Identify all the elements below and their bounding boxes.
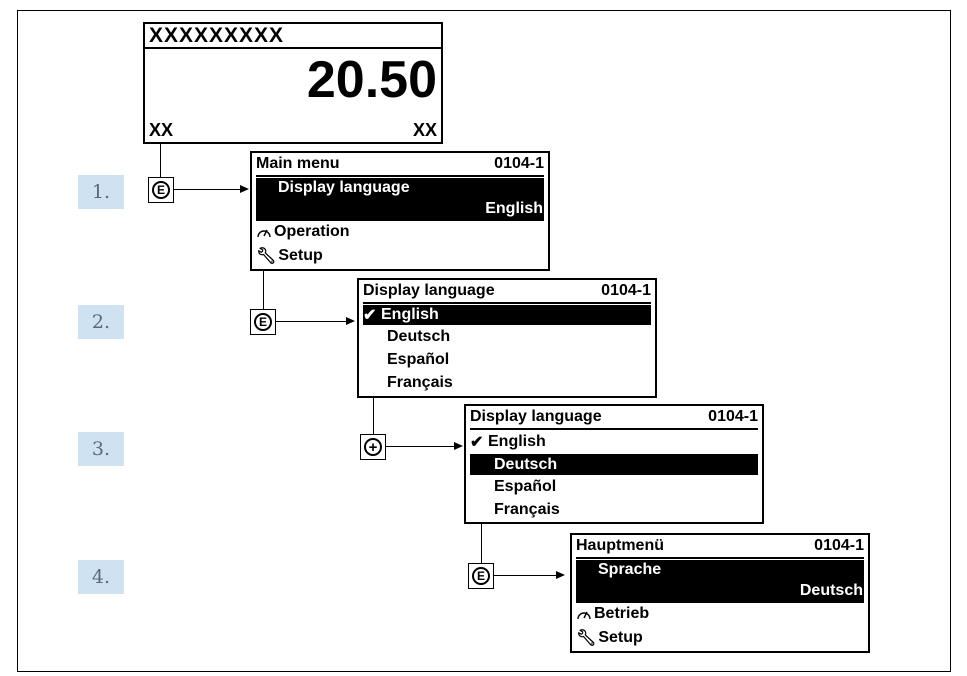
plus-key-button[interactable]: + <box>360 434 386 460</box>
arrowhead-icon <box>346 317 355 325</box>
wrench-icon: 🔧︎ <box>256 248 277 265</box>
option-deutsch[interactable]: Deutsch <box>363 326 651 348</box>
panel-header: Hauptmenü 0104-1 <box>576 535 864 559</box>
menu-item-sprache[interactable]: Sprache Deutsch <box>576 560 864 603</box>
display-unit-right: XX <box>412 120 437 140</box>
check-icon: ✔ <box>363 307 377 324</box>
panel-title: Main menu <box>256 155 340 172</box>
arrowhead-icon <box>556 571 565 579</box>
option-english[interactable]: ✔ English <box>470 431 758 453</box>
connector-arrow <box>494 575 556 576</box>
step-label-4: 4. <box>78 560 124 594</box>
option-espanol[interactable]: Español <box>470 476 758 498</box>
menu-item-label: Betrieb <box>594 605 650 622</box>
option-label: Deutsch <box>494 455 558 473</box>
plus-key-icon: + <box>364 438 382 456</box>
display-header-rule <box>145 47 441 49</box>
connector-line <box>481 524 482 563</box>
panel-header: Display language 0104-1 <box>470 406 758 430</box>
connector-arrow <box>386 446 454 447</box>
connector-line <box>263 271 264 309</box>
menu-item-display-language[interactable]: Display language English <box>256 178 544 221</box>
enter-key-button[interactable]: E <box>250 309 276 335</box>
option-label: Español <box>494 478 557 495</box>
step-label-3: 3. <box>78 432 124 466</box>
menu-item-value: English <box>485 200 543 217</box>
step-label-1: 1. <box>78 175 124 209</box>
panel-code: 0104-1 <box>814 537 864 554</box>
step-label-2: 2. <box>78 305 124 339</box>
enter-key-icon: E <box>254 313 272 331</box>
panel-code: 0104-1 <box>601 282 651 299</box>
option-francais[interactable]: Français <box>363 372 651 394</box>
display-language-panel: Display language 0104-1 ✔ English Deutsc… <box>464 404 764 524</box>
connector-line <box>373 398 374 434</box>
display-language-panel: Display language 0104-1 ✔ English Deutsc… <box>357 278 657 398</box>
menu-item-label: Setup <box>278 247 323 264</box>
menu-item-setup[interactable]: 🔧︎ Setup <box>576 627 864 649</box>
menu-item-operation[interactable]: Operation <box>256 221 544 243</box>
panel-title: Display language <box>470 408 602 425</box>
diagram-frame <box>17 10 951 672</box>
panel-header: Display language 0104-1 <box>363 280 651 304</box>
menu-item-label: Operation <box>274 223 350 240</box>
option-label: English <box>488 433 546 450</box>
connector-arrow <box>276 321 346 322</box>
panel-code: 0104-1 <box>494 155 544 172</box>
hauptmenu-panel: Hauptmenü 0104-1 Sprache Deutsch Betrieb… <box>570 533 870 653</box>
display-value: 20.50 <box>306 51 437 109</box>
menu-item-label: Setup <box>598 629 643 646</box>
wrench-icon: 🔧︎ <box>576 630 597 647</box>
option-label: Français <box>494 501 560 518</box>
menu-item-value: Deutsch <box>799 582 863 599</box>
menu-item-betrieb[interactable]: Betrieb <box>576 603 864 625</box>
option-label: Français <box>387 374 453 391</box>
menu-item-label: Sprache <box>598 561 662 578</box>
option-english[interactable]: ✔ English <box>363 305 651 325</box>
option-label: Español <box>387 351 450 368</box>
display-unit-left: XX <box>149 120 174 140</box>
check-icon: ✔ <box>470 434 484 451</box>
gauge-icon <box>257 229 271 238</box>
menu-item-label: Display language <box>278 179 410 196</box>
display-header: XXXXXXXXX <box>149 24 285 47</box>
device-display: XXXXXXXXX 20.50 XX XX <box>143 22 443 144</box>
menu-item-setup[interactable]: 🔧︎ Setup <box>256 245 544 267</box>
arrowhead-icon <box>454 442 463 450</box>
enter-key-icon: E <box>152 181 170 199</box>
option-label: Deutsch <box>387 328 451 345</box>
option-espanol[interactable]: Español <box>363 349 651 371</box>
panel-code: 0104-1 <box>708 408 758 425</box>
connector-arrow <box>174 189 240 190</box>
gauge-icon <box>577 611 591 620</box>
connector-line <box>160 144 161 177</box>
enter-key-icon: E <box>472 567 490 585</box>
option-deutsch[interactable]: Deutsch <box>470 454 758 475</box>
arrowhead-icon <box>240 185 249 193</box>
option-francais[interactable]: Français <box>470 499 758 521</box>
option-label: English <box>381 306 439 323</box>
enter-key-button[interactable]: E <box>148 177 174 203</box>
panel-header: Main menu 0104-1 <box>256 153 544 177</box>
main-menu-panel: Main menu 0104-1 Display language Englis… <box>250 151 550 271</box>
enter-key-button[interactable]: E <box>468 563 494 589</box>
panel-title: Hauptmenü <box>576 537 664 554</box>
panel-title: Display language <box>363 282 495 299</box>
